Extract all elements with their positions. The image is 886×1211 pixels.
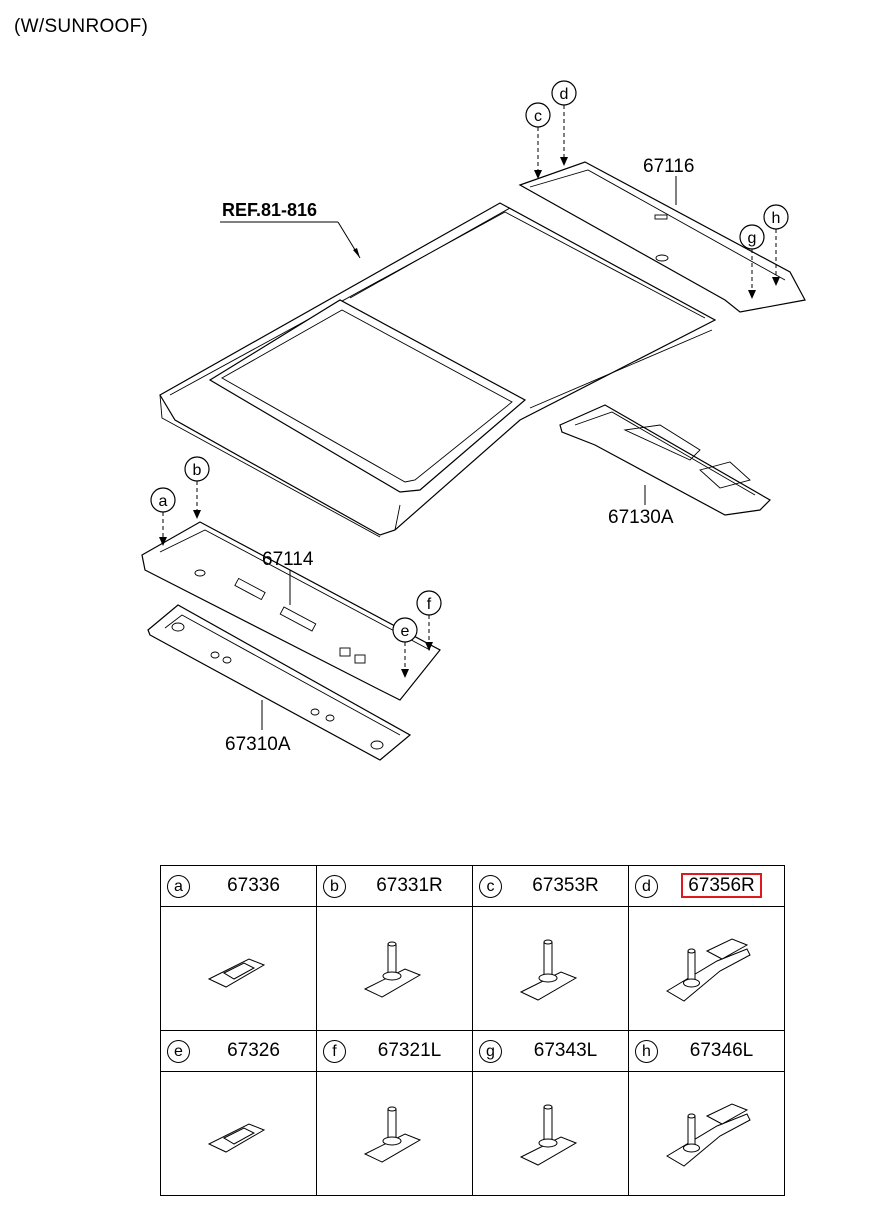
label-67114: 67114 [262, 549, 314, 570]
clip-image-cell [316, 906, 473, 1031]
parts-header-cell: b 67331R [316, 865, 473, 907]
letter-badge: g [479, 1040, 502, 1063]
letter-badge: c [479, 875, 502, 898]
front-roof-reinforcement [147, 604, 412, 761]
part-number: 67336 [227, 875, 280, 896]
clip-image-cell [628, 1071, 785, 1196]
letter-badge: a [167, 875, 190, 898]
clip-flat-icon [207, 1122, 265, 1153]
part-number: 67321L [377, 1040, 442, 1061]
clip-stud-icon [519, 1104, 577, 1166]
callout-b: b [184, 456, 210, 519]
front-roof-rail [141, 521, 441, 701]
letter-badge: f [323, 1040, 346, 1063]
callout-d: d [551, 80, 577, 166]
svg-text:b: b [193, 462, 202, 479]
clip-image-cell [472, 1071, 629, 1196]
parts-header-cell: d 67356R [628, 865, 785, 907]
svg-text:f: f [427, 596, 432, 613]
callout-f: f [416, 590, 442, 651]
svg-text:g: g [748, 230, 757, 247]
parts-header-cell: e 67326 [160, 1030, 317, 1072]
highlight-box: 67356R [681, 873, 762, 898]
part-number: 67331R [376, 875, 443, 896]
clip-flat-icon [207, 957, 265, 988]
label-67130a: 67130A [608, 507, 674, 528]
clip-stud-bracket-icon [665, 938, 751, 1002]
svg-text:d: d [560, 86, 569, 103]
ref-label: REF.81-816 [222, 200, 317, 220]
parts-header-cell: h 67346L [628, 1030, 785, 1072]
part-number: 67346L [689, 1040, 754, 1061]
letter-badge: e [167, 1040, 190, 1063]
callout-e: e [392, 617, 418, 678]
clip-image-cell [160, 1071, 317, 1196]
parts-header-cell: f 67321L [316, 1030, 473, 1072]
clip-stud-icon [519, 939, 577, 1001]
center-roof-bow [559, 404, 771, 516]
clip-stud-icon [363, 1106, 421, 1163]
callout-h: h [763, 204, 789, 286]
parts-header-cell: c 67353R [472, 865, 629, 907]
letter-badge: d [635, 875, 658, 898]
label-67116: 67116 [643, 156, 694, 177]
diagram-title: (W/SUNROOF) [14, 16, 149, 37]
clip-stud-icon [363, 941, 421, 998]
clip-image-cell [472, 906, 629, 1031]
part-number-highlighted: 67356R [665, 873, 778, 898]
clip-image-cell [316, 1071, 473, 1196]
label-67310a: 67310A [225, 734, 291, 755]
roof-panel [159, 202, 717, 538]
parts-table: a 67336 b 67331R c 67353R d 67356R [160, 865, 785, 1196]
parts-header-cell: a 67336 [160, 865, 317, 907]
clip-image-cell [628, 906, 785, 1031]
part-number: 67343L [533, 1040, 598, 1061]
letter-badge: b [323, 875, 346, 898]
svg-text:a: a [159, 493, 168, 510]
parts-header-cell: g 67343L [472, 1030, 629, 1072]
svg-text:c: c [534, 108, 542, 125]
svg-text:h: h [772, 210, 781, 227]
roof-panel-diagram: REF.81-816 67116 67130A 67114 67310A a b… [141, 80, 806, 761]
callout-c: c [525, 102, 551, 179]
part-number: 67353R [532, 875, 599, 896]
rear-roof-rail [518, 161, 806, 313]
clip-stud-bracket-icon [665, 1103, 751, 1167]
clip-image-cell [160, 906, 317, 1031]
letter-badge: h [635, 1040, 658, 1063]
callout-a: a [150, 487, 176, 546]
part-number: 67326 [227, 1040, 280, 1061]
svg-text:e: e [401, 623, 410, 640]
callout-g: g [739, 224, 765, 299]
